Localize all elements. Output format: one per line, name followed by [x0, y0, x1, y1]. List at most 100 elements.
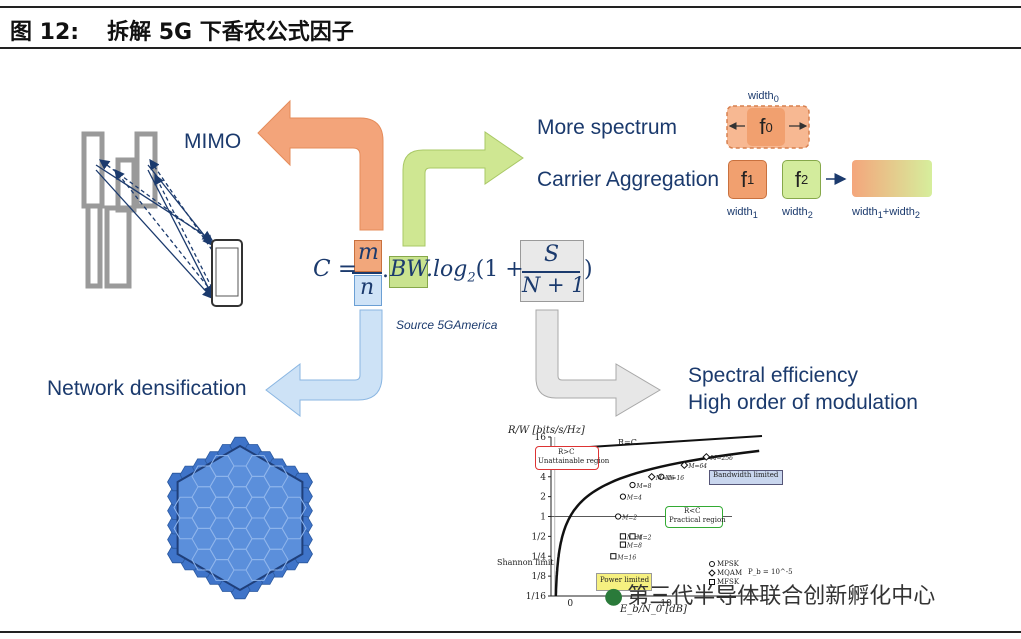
chart-practical-box [665, 506, 723, 528]
chart-point-mfsk [610, 553, 617, 560]
width1-label: width1 [727, 206, 758, 220]
aggregated-spectrum-bar [852, 160, 932, 197]
label-more-spectrum: More spectrum [537, 116, 678, 139]
label-spectral-efficiency-line2: High order of modulation [688, 391, 918, 414]
formula-n-box [354, 275, 382, 306]
chart-ytick-label: 1/16 [526, 592, 546, 602]
chart-bandwidth: Bandwidth limited [713, 471, 779, 479]
chart-point-mfsk [629, 533, 636, 540]
mimo-signal-lines [95, 158, 214, 299]
width-sum-sub2: 2 [914, 210, 920, 221]
chart-ytick-label: 1/8 [532, 572, 547, 582]
width-sum-label: width1+width2 [852, 206, 920, 220]
chart-point-label: M=256 [709, 455, 733, 462]
chart-bandwidth-box [709, 470, 783, 485]
bottom-rule [0, 631, 1021, 633]
chart-point-label: M=2 [636, 534, 652, 541]
legend-mpsk-marker [709, 561, 715, 567]
formula-close: ) [584, 257, 593, 282]
wechat-icon: ● [604, 584, 624, 609]
hexagon-small-cell [263, 548, 289, 571]
hexagon-cells-icon [167, 436, 313, 600]
width1-sub: 1 [752, 210, 758, 221]
chart-point-label: M=16 [616, 554, 636, 561]
chart-point-mqam [647, 472, 656, 481]
chart-point-label: M=8 [636, 483, 652, 490]
chart-shannon-limit: Shannon limit [497, 558, 554, 567]
f1-text: f [740, 166, 747, 192]
chart-shannon-curve [554, 449, 760, 597]
chart-ytick-label: 4 [540, 473, 546, 483]
chart-point-label: M=64 [687, 463, 707, 470]
f0-text: f [759, 114, 766, 139]
width2-sub: 2 [807, 210, 813, 221]
label-spectral-efficiency: Spectral efficiency High order of modula… [688, 362, 918, 416]
chart-ytick-label: 16 [535, 433, 547, 443]
f0-sub: 0 [765, 119, 773, 135]
formula-s: S [544, 242, 560, 267]
chart-power: Power limited [600, 576, 650, 584]
chart-point-mfsk [619, 541, 627, 548]
chart-pb: P_b = 10^-5 [748, 568, 793, 576]
chart-legend-mfsk: MFSK [717, 578, 740, 586]
width0-sub: 0 [773, 94, 779, 105]
chart-curve-tail [589, 435, 763, 448]
chart-legend-mqam: MQAM [717, 569, 743, 577]
chart-point-mpsk [629, 481, 636, 489]
chart-legend-mpsk: MPSK [717, 560, 739, 568]
spectral-efficiency-arrow [535, 309, 661, 417]
f2-sub: 2 [800, 172, 809, 187]
chart-power-box [596, 573, 652, 591]
chart-point-label: M=2 [621, 515, 637, 522]
formula-frac-line-2 [522, 271, 580, 273]
label-mimo: MIMO [184, 130, 242, 153]
mimo-antennas-icon [81, 131, 158, 289]
width-sum-sub1: 1 [877, 210, 883, 221]
label-network-densification: Network densification [47, 377, 247, 400]
formula-frac-line-1 [352, 272, 382, 274]
f1-sub: 1 [746, 172, 755, 187]
chart-ytick-label: 2 [540, 493, 546, 503]
formula-log: .log2(1 + [426, 257, 524, 285]
formula-bw-box [389, 256, 428, 288]
title-rule [0, 47, 1021, 49]
formula-bw: BW [390, 257, 429, 282]
spectrum-arrow [402, 131, 524, 247]
label-spectral-efficiency-line1: Spectral efficiency [688, 364, 859, 387]
legend-mfsk-marker [709, 579, 715, 585]
watermark: ●第三代半导体联合创新孵化中心 [604, 578, 935, 610]
chart-unattainable-1: R>C [558, 448, 575, 456]
legend-mqam-marker [708, 569, 716, 577]
chart-point-mqam [680, 461, 689, 470]
width0-text: width [748, 90, 774, 102]
chart-point-mpsk [615, 513, 622, 520]
formula-n-plus-1: N + 1 [522, 273, 585, 297]
chart-point-label: M=16 [664, 475, 684, 482]
width2-label: width2 [782, 206, 813, 220]
figure-number: 图 12: [10, 20, 80, 45]
formula-c: C = [313, 256, 358, 282]
figure-caption: 拆解 5G 下香农公式因子 [107, 20, 354, 45]
top-rule [0, 6, 1021, 8]
mimo-arrow [257, 99, 384, 231]
chart-point-label: M=4 [626, 495, 642, 502]
spectral-efficiency-chart: 1684211/21/41/81/16010M=256M=64M=16M=16M… [526, 433, 763, 609]
width2-text: width [782, 206, 808, 218]
chart-ylabel: R/W [bits/s/Hz] [508, 425, 585, 436]
formula-m: m [358, 240, 379, 265]
chart-xlabel: E_b/N_0 [dB] [620, 604, 687, 615]
label-carrier-aggregation: Carrier Aggregation [537, 168, 720, 191]
watermark-text: 第三代半导体联合创新孵化中心 [627, 584, 936, 609]
chart-point-mqam [702, 452, 711, 461]
formula-n: n [360, 275, 375, 300]
densification-arrow [265, 309, 383, 418]
chart-xtick-label: 10 [660, 599, 672, 609]
chart-ytick-label: 1/4 [532, 552, 547, 562]
formula-log-sub: 2 [467, 270, 476, 286]
hexagon-inner-grid [173, 455, 307, 581]
chart-unattainable-box [535, 446, 599, 470]
width1-text: width [727, 206, 753, 218]
